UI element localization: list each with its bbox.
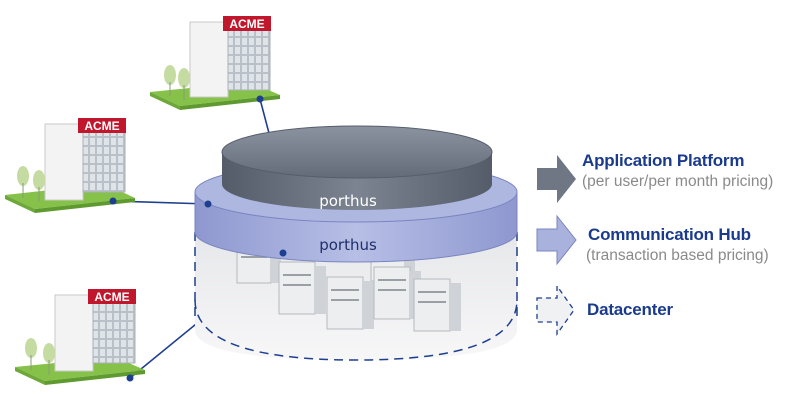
server-icon (326, 276, 374, 330)
legend-title-datacenter: Datacenter (587, 300, 673, 319)
legend-title-application-platform: Application Platform (582, 151, 745, 170)
connector-dot (126, 374, 134, 382)
legend-arrow-datacenter (536, 283, 575, 337)
acme-sign: ACME (94, 290, 129, 304)
office-building: ACME (15, 289, 145, 385)
legend-subtitle-application-platform: (per user/per month pricing) (582, 173, 774, 190)
link-top-building (259, 98, 271, 138)
connector-dot (279, 249, 287, 257)
office-building: ACME (5, 118, 135, 213)
connector-dot (109, 197, 117, 205)
acme-sign: ACME (84, 119, 119, 133)
acme-sign: ACME (229, 17, 264, 31)
top-disk-label: porthus (319, 192, 377, 210)
legend-arrow-communication-hub (536, 214, 577, 266)
legend-arrow-application-platform (537, 155, 576, 203)
mid-disk-label: porthus (319, 236, 377, 254)
legend-title-communication-hub: Communication Hub (588, 225, 751, 244)
legend-subtitle-communication-hub: (transaction based pricing) (586, 247, 769, 264)
server-icon (278, 261, 326, 315)
office-building: ACME (150, 16, 280, 110)
connector-dot (204, 200, 212, 208)
server-icon (413, 278, 461, 332)
connector-dot (256, 95, 264, 103)
application-platform-disk: porthus (221, 125, 493, 210)
